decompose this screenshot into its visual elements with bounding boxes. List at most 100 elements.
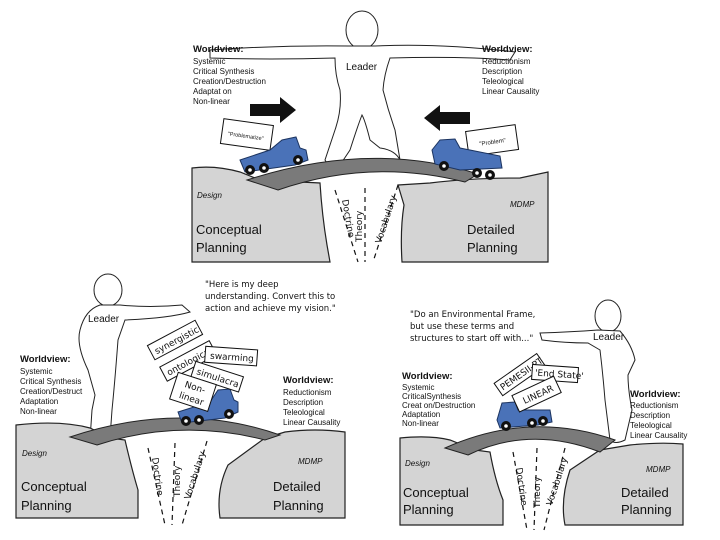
quote-line: understanding. Convert this to [205, 292, 335, 302]
leader-label: Leader [593, 332, 625, 343]
worldview-item: Reductionism [283, 388, 332, 397]
leader-figure: Leader [78, 273, 192, 442]
left-worldview: Worldview: Systemic Critical Synthesis C… [193, 44, 266, 106]
worldview-item: Reductionism [482, 57, 531, 66]
cliff-tag: Design [197, 191, 222, 200]
gap-line [372, 184, 399, 263]
quote-line: "Do an Environmental Frame, [410, 310, 535, 320]
worldview-item: Systemic [193, 57, 225, 66]
worldview-heading: Worldview: [20, 354, 71, 365]
worldview-item: Creation/Destruction [193, 77, 266, 86]
worldview-item: Systemic [402, 383, 434, 392]
truck [496, 401, 553, 431]
worldview-heading: Worldview: [630, 389, 681, 400]
gap-label-vocabulary: Vocabulary [374, 194, 399, 245]
worldview-item: Linear Causality [283, 418, 340, 427]
truck-right: "Problem" [431, 124, 520, 180]
cargo-sign-text: 'End State' [535, 369, 584, 382]
gap-line [334, 189, 359, 263]
worldview-item: Critical Synthesis [20, 377, 81, 386]
cliff-title: Planning [621, 502, 672, 517]
quote: "Do an Environmental Frame, but use thes… [410, 310, 535, 344]
quote: "Here is my deep understanding. Convert … [205, 280, 336, 314]
gap-line [533, 447, 538, 531]
quote-line: structures to start off with..." [410, 334, 533, 344]
gap-line [147, 447, 166, 526]
panel-top: Leader Worldview: Systemic Critical Synt… [191, 10, 549, 263]
gap-label-theory: Theory [533, 476, 543, 509]
quote-line: but use these terms and [410, 322, 514, 332]
worldview-item: Reductionism [630, 401, 679, 410]
worldview-item: Critical Synthesis [193, 67, 254, 76]
gap-line [171, 442, 176, 526]
left-cliff [399, 436, 504, 526]
cliff-tag: Design [405, 459, 430, 468]
worldview-item: Description [630, 411, 670, 420]
left-cliff [191, 166, 331, 263]
worldview-item: CriticalSynthesis [402, 392, 461, 401]
cliff-title: Planning [21, 498, 72, 513]
worldview-item: Adaptation [402, 410, 440, 419]
cliff-title: Conceptual [21, 479, 87, 494]
cliff-title: Detailed [467, 222, 515, 237]
cargo-sign-text: swarming [210, 352, 254, 365]
panel-bottom-left: Leader "Here is my deep understanding. C… [15, 273, 346, 526]
left-cliff [15, 422, 139, 519]
worldview-item: Teleological [630, 421, 672, 430]
arrow-left-icon [424, 105, 470, 131]
worldview-heading: Worldview: [283, 375, 334, 386]
leader-body [209, 44, 516, 168]
left-worldview: Worldview: Systemic CriticalSynthesis Cr… [402, 371, 475, 428]
right-worldview: Worldview: Reductionism Description Tele… [283, 375, 340, 427]
worldview-item: Linear Causality [482, 87, 539, 96]
right-worldview: Worldview: Reductionism Description Tele… [482, 44, 539, 96]
cliff-title: Conceptual [196, 222, 262, 237]
cargo-sign-text: "Problem" [479, 138, 506, 148]
cliff-title: Detailed [273, 479, 321, 494]
gap-label-doctrine: Doctrine [513, 467, 528, 507]
leader-label: Leader [88, 314, 120, 325]
gap-label-theory: Theory [173, 465, 183, 498]
gap-label-theory: Theory [355, 210, 365, 243]
leader-label: Leader [346, 62, 378, 73]
right-cliff [397, 171, 549, 263]
worldview-heading: Worldview: [402, 371, 453, 382]
right-worldview: Worldview: Reductionism Description Tele… [630, 389, 687, 440]
worldview-item: Teleological [283, 408, 325, 417]
worldview-heading: Worldview: [482, 44, 533, 55]
leader-body [78, 304, 192, 442]
left-worldview: Worldview: Systemic Critical Synthesis C… [20, 354, 83, 416]
worldview-item: Adaptation [20, 397, 58, 406]
right-cliff [562, 442, 684, 526]
truck-left: "Problematize" [219, 118, 309, 175]
worldview-item: Description [482, 67, 522, 76]
truck-body [239, 136, 309, 173]
cliff-title: Planning [273, 498, 324, 513]
arrow-right-icon [250, 97, 296, 123]
gap-label-doctrine: Doctrine [339, 199, 356, 239]
worldview-item: Description [283, 398, 323, 407]
leader-head [93, 273, 123, 307]
worldview-item: Creation/Destruct [20, 387, 83, 396]
bridge [68, 417, 282, 446]
worldview-item: Systemic [20, 367, 52, 376]
panel-bottom-right: Leader "Do an Environmental Frame, but u… [399, 299, 687, 531]
worldview-item: Non-linear [193, 97, 230, 106]
worldview-item: Creat on/Destruction [402, 401, 475, 410]
gap-label-doctrine: Doctrine [149, 457, 164, 497]
worldview-item: Non-linear [402, 419, 439, 428]
worldview-item: Linear Causality [630, 431, 687, 440]
leader-head [345, 10, 379, 50]
worldview-item: Adaptat on [193, 87, 232, 96]
cargo-sign [465, 124, 520, 157]
cargo-signs: synergistic ontological swarming simulac… [146, 319, 259, 412]
gap-line [512, 451, 528, 531]
cliff-title: Planning [467, 240, 518, 255]
quote-line: "Here is my deep [205, 280, 279, 290]
right-cliff [218, 429, 346, 519]
cliff-tag: MDMP [646, 465, 671, 474]
leader-figure: Leader [209, 10, 516, 168]
cliff-tag: MDMP [298, 457, 323, 466]
quote-line: action and achieve my vision." [205, 304, 336, 314]
cliff-title: Planning [196, 240, 247, 255]
